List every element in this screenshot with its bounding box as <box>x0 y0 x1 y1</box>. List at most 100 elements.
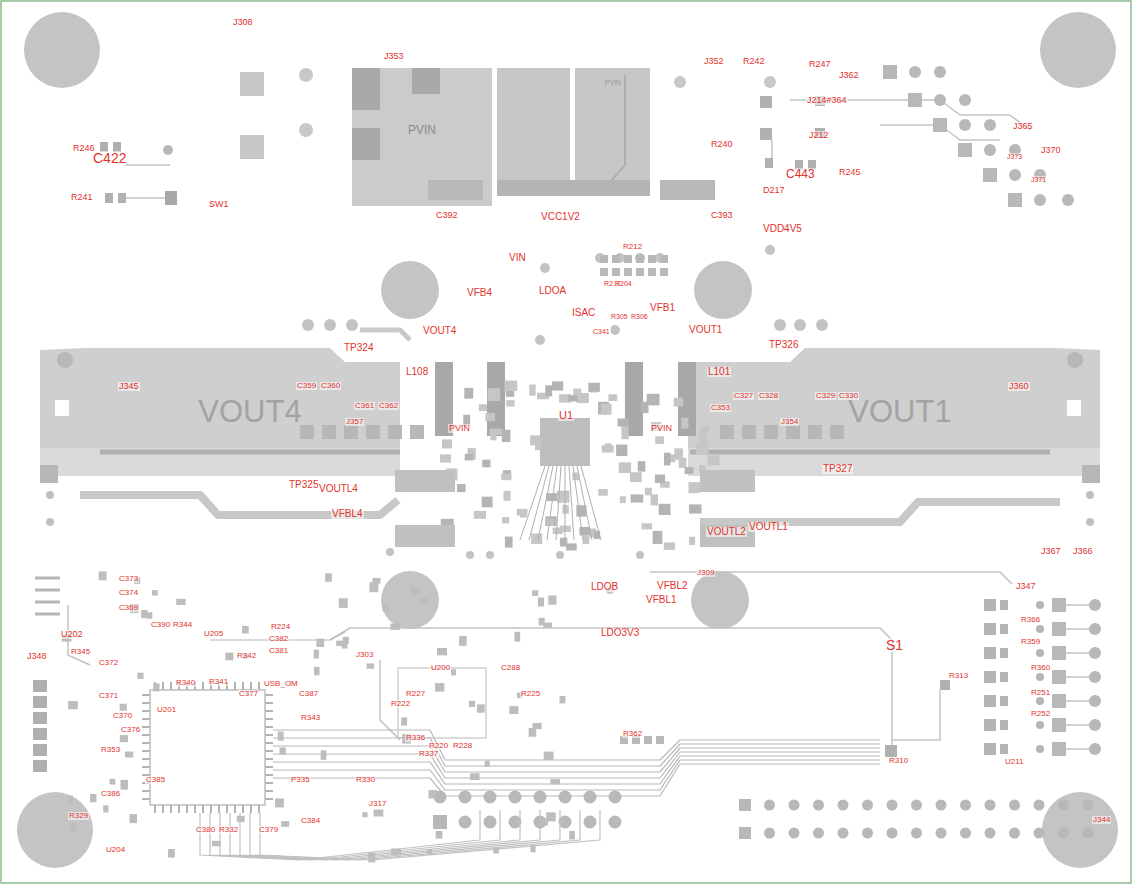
copper-pad <box>568 395 577 401</box>
copper-trace <box>142 790 150 792</box>
silkscreen-label: R336 <box>405 734 426 742</box>
copper-pad <box>362 812 367 817</box>
copper-pad <box>33 744 47 756</box>
silkscreen-label: VCC1V2 <box>540 212 581 222</box>
via-pad <box>960 800 971 811</box>
mounting-hole <box>691 571 749 629</box>
silkscreen-label: VOUT1 <box>688 325 723 335</box>
copper-trace <box>700 502 1060 522</box>
mounting-hole <box>381 261 439 319</box>
via-pad <box>813 828 824 839</box>
copper-pad <box>707 455 719 465</box>
copper-pour <box>40 348 400 448</box>
copper-pad <box>631 494 644 502</box>
copper-pad <box>624 255 632 263</box>
copper-pad <box>33 728 47 740</box>
via-pad <box>540 263 550 273</box>
copper-pad <box>608 394 617 401</box>
copper-pad <box>624 268 632 276</box>
copper-trace <box>258 682 260 690</box>
via-pad <box>346 319 358 331</box>
silkscreen-label: R332 <box>218 826 239 834</box>
silkscreen-label: C372 <box>98 659 119 667</box>
copper-pad <box>71 823 76 831</box>
copper-trace <box>202 682 204 690</box>
ic-footprint <box>540 418 590 466</box>
silkscreen-label: C387 <box>298 690 319 698</box>
copper-pad <box>700 525 755 547</box>
silkscreen-label: R360 <box>1030 664 1051 672</box>
copper-pad <box>760 128 772 140</box>
silkscreen-label: VOUTL4 <box>318 484 359 494</box>
copper-trace <box>273 746 880 772</box>
via-pad <box>1062 194 1074 206</box>
copper-pad <box>503 491 510 501</box>
silkscreen-label: VOUT4 <box>422 326 457 336</box>
silkscreen-label: R242 <box>742 57 766 66</box>
silkscreen-label: J308 <box>232 18 254 27</box>
copper-trace <box>142 798 150 800</box>
copper-pad <box>1000 696 1008 706</box>
via-pad <box>324 319 336 331</box>
via-pad <box>985 800 996 811</box>
via-pad <box>936 800 947 811</box>
via-pad <box>299 123 313 137</box>
mounting-hole <box>1040 12 1116 88</box>
mounting-hole <box>381 571 439 629</box>
copper-pad <box>479 404 487 411</box>
ic-outline <box>398 668 486 738</box>
copper-pad <box>110 779 116 785</box>
via-pad <box>1089 623 1101 635</box>
copper-pad <box>883 65 897 79</box>
silkscreen-label: P335 <box>290 776 311 784</box>
copper-trace <box>142 710 150 712</box>
copper-trace <box>581 466 601 540</box>
silkscreen-label: C328 <box>758 392 779 400</box>
copper-pad <box>459 636 467 646</box>
copper-trace <box>360 330 410 340</box>
silkscreen-label: U200 <box>430 664 451 672</box>
copper-pad <box>648 255 656 263</box>
copper-pad <box>984 599 996 611</box>
silkscreen-label: C374 <box>118 589 139 597</box>
via-pad <box>1067 352 1083 368</box>
via-pad <box>486 551 494 559</box>
copper-pad <box>33 760 47 772</box>
copper-pad <box>486 413 496 421</box>
copper-pad <box>1000 720 1008 730</box>
copper-trace <box>142 758 150 760</box>
copper-pad <box>1000 624 1008 634</box>
copper-pad <box>612 268 620 276</box>
copper-pad <box>531 533 542 543</box>
copper-pad <box>176 599 185 605</box>
copper-pad <box>760 96 772 108</box>
via-pad <box>934 94 946 106</box>
copper-pad <box>764 425 778 439</box>
silkscreen-label: C360 <box>320 382 341 390</box>
copper-pad <box>600 255 608 263</box>
mounting-hole <box>17 792 93 868</box>
copper-pad <box>984 743 996 755</box>
copper-pad <box>125 752 133 758</box>
copper-pad <box>562 505 568 514</box>
copper-trace <box>142 766 150 768</box>
copper-pad <box>281 821 289 827</box>
copper-pad <box>477 704 485 712</box>
silkscreen-label: PVIN <box>650 424 673 433</box>
silkscreen-label: J373 <box>1006 153 1023 160</box>
copper-pad <box>1000 744 1008 754</box>
copper-trace <box>573 466 583 540</box>
copper-trace <box>1066 748 1089 750</box>
copper-pad <box>300 425 314 439</box>
silkscreen-label: C353 <box>710 404 731 412</box>
copper-pad <box>1052 598 1066 612</box>
copper-pad <box>630 472 642 482</box>
silkscreen-label: C390 <box>150 621 171 629</box>
copper-pad <box>742 425 756 439</box>
copper-trace <box>142 702 150 704</box>
silkscreen-label: C288 <box>500 664 521 672</box>
net-name: PVIN <box>408 124 436 136</box>
silkscreen-label: L101 <box>707 367 731 377</box>
via-pad <box>635 253 645 263</box>
via-pad <box>1009 169 1021 181</box>
